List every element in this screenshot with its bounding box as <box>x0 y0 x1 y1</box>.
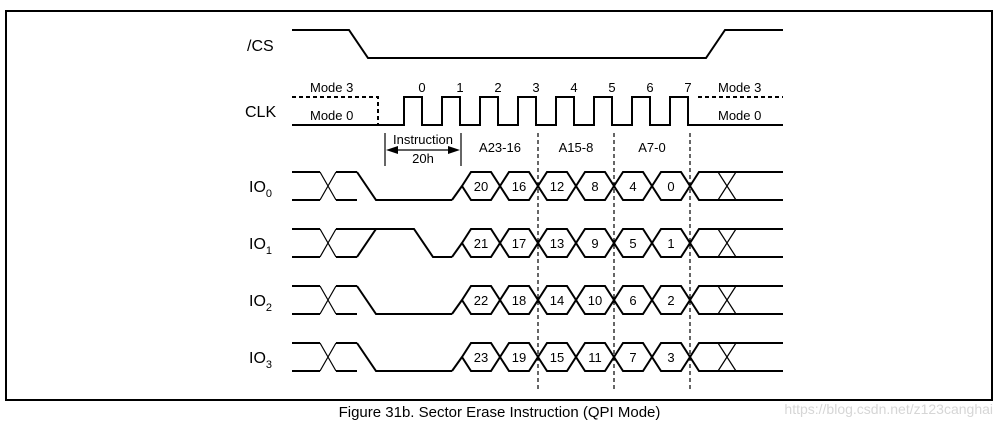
io-x-cross <box>319 171 337 201</box>
io-bit-label: 3 <box>667 350 674 365</box>
io-bit-label: 12 <box>550 179 564 194</box>
io-bus-entry <box>451 299 463 315</box>
arrow-left-icon <box>386 146 398 154</box>
io-bit-label: 6 <box>629 293 636 308</box>
clk-cycle-label: 5 <box>608 80 615 95</box>
io-bit-label: 11 <box>588 350 602 365</box>
io-post-bus <box>689 285 783 315</box>
address-group-a15-8: A15-8 <box>559 140 594 155</box>
clk-cycle-label: 2 <box>494 80 501 95</box>
io-row-1: IO1 21 17 13 9 5 1 <box>249 228 783 258</box>
address-group-a23-16: A23-16 <box>479 140 521 155</box>
io-x-cross <box>319 342 337 372</box>
io-label: IO2 <box>249 293 272 314</box>
instruction-value: 20h <box>412 151 434 166</box>
io-bit-label: 0 <box>667 179 674 194</box>
cs-label: /CS <box>247 38 274 55</box>
instruction-bracket: Instruction 20h <box>384 132 462 166</box>
io-bit-label: 21 <box>474 236 488 251</box>
io-x-cross <box>319 228 337 258</box>
io-instruction-wave <box>356 285 452 315</box>
io-instruction-wave <box>356 342 452 372</box>
io-bit-label: 10 <box>588 293 602 308</box>
io-post-bus <box>689 228 783 258</box>
clk-cycle-label: 4 <box>570 80 577 95</box>
io-bit-label: 19 <box>512 350 526 365</box>
io-x-cross <box>717 342 737 372</box>
io-label: IO0 <box>249 179 272 200</box>
clk-mode3-left: Mode 3 <box>310 80 353 95</box>
io-x-cross <box>717 171 737 201</box>
io-row-3: IO3 23 19 15 11 7 3 <box>249 342 783 372</box>
io-bit-label: 15 <box>550 350 564 365</box>
io-bus-entry <box>451 242 463 258</box>
io-bit-label: 23 <box>474 350 488 365</box>
io-post-bus <box>689 342 783 372</box>
io-bit-label: 18 <box>512 293 526 308</box>
io-post-bus <box>689 171 783 201</box>
io-bit-label: 2 <box>667 293 674 308</box>
clk-mode3-right: Mode 3 <box>718 80 761 95</box>
clk-cycle-label: 1 <box>456 80 463 95</box>
io-row-2: IO2 22 18 14 10 6 2 <box>249 285 783 315</box>
io-instruction-wave <box>356 228 452 258</box>
io-bit-label: 22 <box>474 293 488 308</box>
arrow-right-icon <box>448 146 460 154</box>
clk-mode0-left: Mode 0 <box>310 108 353 123</box>
io-bit-label: 9 <box>591 236 598 251</box>
io-x-cross <box>319 285 337 315</box>
io-bus-entry <box>451 356 463 372</box>
io-row-0: IO0 20 16 12 8 4 0 <box>249 171 783 201</box>
clk-waveform <box>292 96 783 126</box>
io-bit-label: 8 <box>591 179 598 194</box>
clk-cycle-label: 3 <box>532 80 539 95</box>
io-bit-label: 20 <box>474 179 488 194</box>
clk-cycle-label: 0 <box>418 80 425 95</box>
io-instruction-wave <box>356 171 452 201</box>
io-bit-label: 13 <box>550 236 564 251</box>
clk-cycle-label: 7 <box>684 80 691 95</box>
cs-waveform <box>292 29 783 59</box>
io-bus-entry <box>451 185 463 201</box>
io-bit-label: 1 <box>667 236 674 251</box>
io-label: IO1 <box>249 236 272 257</box>
clk-cycle-label: 6 <box>646 80 653 95</box>
io-bit-label: 7 <box>629 350 636 365</box>
io-label: IO3 <box>249 350 272 371</box>
io-x-cross <box>717 285 737 315</box>
instruction-label: Instruction <box>393 132 453 147</box>
io-bit-label: 17 <box>512 236 526 251</box>
io-bit-label: 5 <box>629 236 636 251</box>
io-x-cross <box>717 228 737 258</box>
address-group-a7-0: A7-0 <box>638 140 665 155</box>
clk-mode3-dashed-left <box>292 96 379 125</box>
io-bit-label: 14 <box>550 293 564 308</box>
clk-cycle-labels: 0 1 2 3 4 5 6 7 <box>418 80 691 95</box>
watermark: https://blog.csdn.net/z123canghai <box>784 401 993 417</box>
clk-label: CLK <box>245 104 276 121</box>
clk-mode0-right: Mode 0 <box>718 108 761 123</box>
figure-caption: Figure 31b. Sector Erase Instruction (QP… <box>338 404 661 421</box>
io-bit-label: 16 <box>512 179 526 194</box>
diagram-frame <box>5 10 993 401</box>
io-bit-label: 4 <box>629 179 636 194</box>
